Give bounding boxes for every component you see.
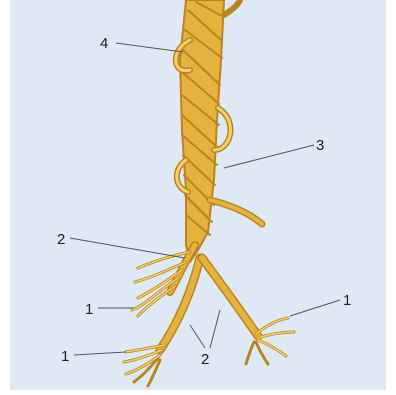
label-4: 4 [100,35,108,52]
label-3: 3 [316,137,324,154]
label-1-right: 1 [343,292,351,309]
label-2-upper: 2 [57,231,65,248]
label-1-bottom: 1 [61,348,69,365]
label-1-middle: 1 [85,301,93,318]
label-2-lower: 2 [201,351,209,368]
